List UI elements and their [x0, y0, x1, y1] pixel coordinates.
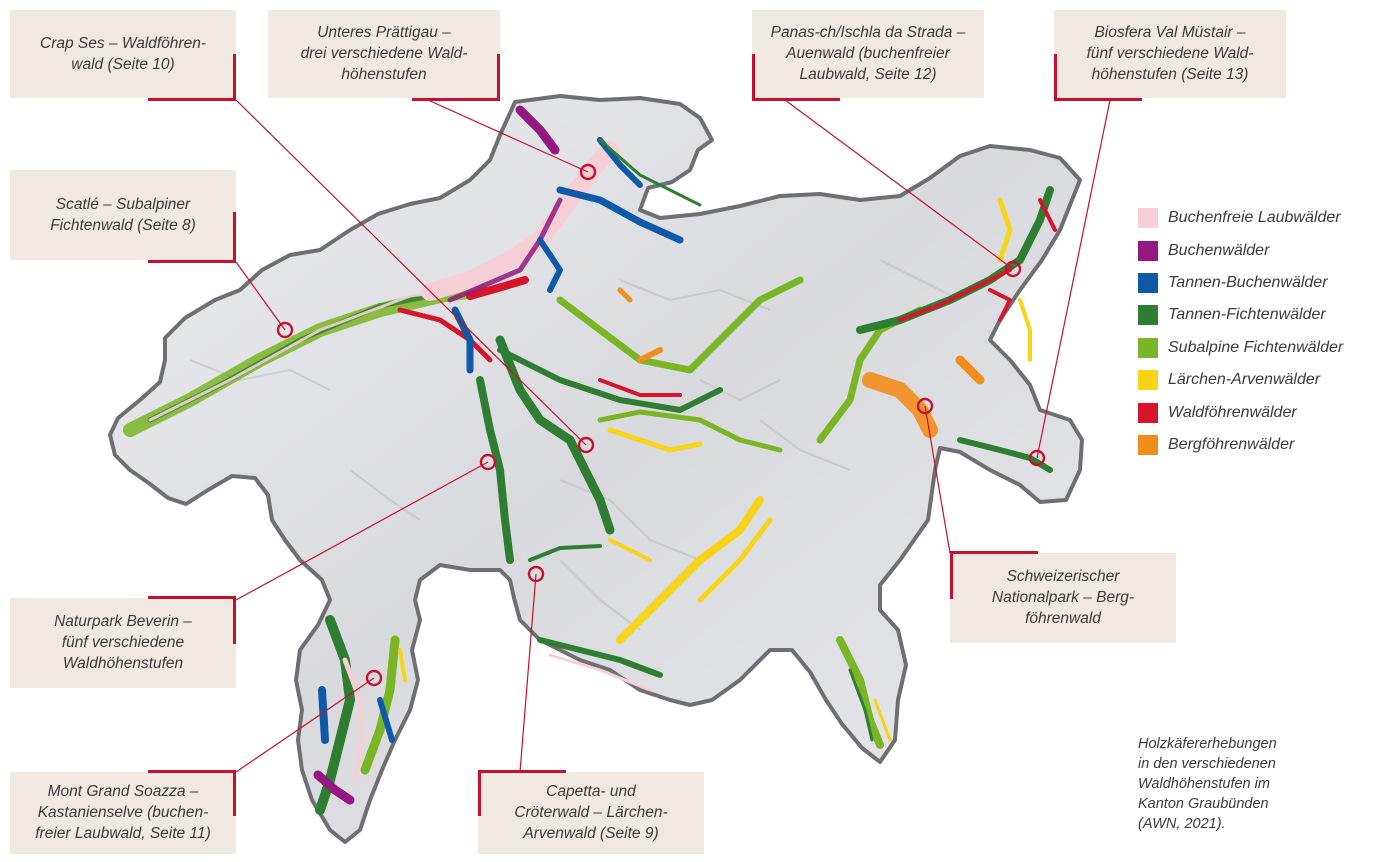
label-capetta-accent	[478, 770, 481, 816]
legend-label: Buchenfreie Laubwälder	[1168, 209, 1341, 227]
label-soazza-accent	[233, 770, 236, 816]
forest-zones	[123, 105, 1057, 815]
legend-label: Tannen-Fichtenwälder	[1168, 306, 1326, 324]
site-marker-crap-ses	[577, 436, 595, 454]
site-marker-soazza	[365, 669, 383, 687]
label-praettigau-underline	[412, 98, 500, 101]
label-beverin-text: Naturpark Beverin – fünf verschiedene Wa…	[54, 613, 192, 672]
label-val-muestair: Biosfera Val Müstair – fünf verschiedene…	[1054, 10, 1286, 98]
site-marker-nationalpark	[916, 397, 934, 415]
connector-soazza	[235, 677, 375, 773]
connector-lines	[235, 99, 1111, 773]
label-nationalpark-overline	[950, 551, 1038, 554]
label-crap-ses-accent	[233, 54, 236, 100]
connector-crap-ses	[235, 99, 587, 446]
label-praettigau-text: Unteres Prättigau – drei verschiedene Wa…	[300, 24, 468, 83]
legend-label: Bergföhrenwälder	[1168, 435, 1295, 453]
label-soazza: Mont Grand Soazza – Kastanienselve (buch…	[10, 772, 236, 854]
label-soazza-text: Mont Grand Soazza – Kastanienselve (buch…	[35, 783, 211, 842]
label-val-muestair-underline	[1054, 98, 1142, 101]
label-nationalpark-accent	[950, 551, 953, 599]
label-nationalpark: Schweizerischer Nationalpark – Berg- föh…	[950, 553, 1176, 643]
label-panas-underline	[752, 98, 840, 101]
label-val-muestair-text: Biosfera Val Müstair – fünf verschiedene…	[1086, 24, 1254, 83]
label-scatle-text: Scatlé – Subalpiner Fichtenwald (Seite 8…	[50, 195, 196, 234]
legend-swatch	[1138, 370, 1158, 391]
site-marker-panas	[1004, 260, 1022, 278]
site-marker-scatle	[276, 321, 294, 339]
legend-label: Lärchen-Arvenwälder	[1168, 371, 1321, 389]
canton-outline	[108, 94, 1084, 844]
legend-label: Buchenwälder	[1168, 241, 1270, 259]
label-scatle-underline	[148, 260, 236, 263]
legend-label: Waldföhrenwälder	[1168, 403, 1297, 421]
label-capetta-text: Capetta- und Cröterwald – Lärchen- Arven…	[514, 783, 668, 842]
label-nationalpark-text: Schweizerischer Nationalpark – Berg- föh…	[991, 568, 1135, 627]
site-marker-capetta	[527, 565, 545, 583]
connector-scatle	[235, 261, 286, 331]
label-praettigau: Unteres Prättigau – drei verschiedene Wa…	[268, 10, 500, 98]
connector-beverin	[235, 461, 489, 601]
label-praettigau-accent	[497, 54, 500, 100]
label-val-muestair-accent	[1054, 54, 1057, 100]
legend-item: Tannen-Fichtenwälder	[1138, 299, 1343, 331]
site-markers	[276, 163, 1046, 687]
label-beverin-overline	[148, 596, 236, 599]
terrain-ridges	[189, 259, 961, 631]
connector-praettigau	[427, 99, 589, 173]
legend-swatch	[1138, 402, 1158, 423]
label-panas: Panas-ch/Ischla da Strada – Auenwald (bu…	[752, 10, 984, 98]
connector-panas	[784, 99, 1014, 270]
legend-item: Subalpine Fichtenwälder	[1138, 332, 1343, 364]
label-capetta: Capetta- und Cröterwald – Lärchen- Arven…	[478, 772, 704, 854]
label-panas-text: Panas-ch/Ischla da Strada – Auenwald (bu…	[770, 24, 966, 83]
connector-capetta	[519, 573, 537, 773]
site-marker-val-muestair	[1028, 449, 1046, 467]
label-scatle: Scatlé – Subalpiner Fichtenwald (Seite 8…	[10, 170, 236, 260]
site-marker-beverin	[479, 453, 497, 471]
label-soazza-overline	[148, 770, 236, 773]
label-panas-accent	[752, 54, 755, 100]
legend-swatch	[1138, 240, 1158, 261]
legend-item: Lärchen-Arvenwälder	[1138, 364, 1343, 396]
legend-item: Buchenfreie Laubwälder	[1138, 202, 1343, 234]
label-scatle-accent	[233, 212, 236, 262]
label-crap-ses: Crap Ses – Waldföhren- wald (Seite 10)	[10, 10, 236, 98]
label-crap-ses-text: Crap Ses – Waldföhren- wald (Seite 10)	[40, 34, 206, 73]
legend-item: Tannen-Buchenwälder	[1138, 267, 1343, 299]
legend-swatch	[1138, 434, 1158, 455]
connector-val-muestair	[1036, 99, 1111, 459]
legend-swatch	[1138, 208, 1158, 229]
legend-label: Subalpine Fichtenwälder	[1168, 338, 1344, 356]
figure-caption: Holzkäfererhebungen in den verschiedenen…	[1138, 736, 1277, 832]
label-crap-ses-underline	[148, 98, 236, 101]
label-beverin-accent	[233, 596, 236, 644]
legend-swatch	[1138, 305, 1158, 326]
legend-swatch	[1138, 272, 1158, 293]
label-capetta-overline	[478, 770, 566, 773]
site-marker-praettigau	[579, 163, 597, 181]
legend-item: Buchenwälder	[1138, 234, 1343, 266]
legend-item: Waldföhrenwälder	[1138, 396, 1343, 428]
label-beverin: Naturpark Beverin – fünf verschiedene Wa…	[10, 598, 236, 688]
legend-item: Bergföhrenwälder	[1138, 429, 1343, 461]
legend-label: Tannen-Buchenwälder	[1168, 273, 1328, 291]
connector-nationalpark	[924, 405, 951, 554]
legend-swatch	[1138, 337, 1158, 358]
